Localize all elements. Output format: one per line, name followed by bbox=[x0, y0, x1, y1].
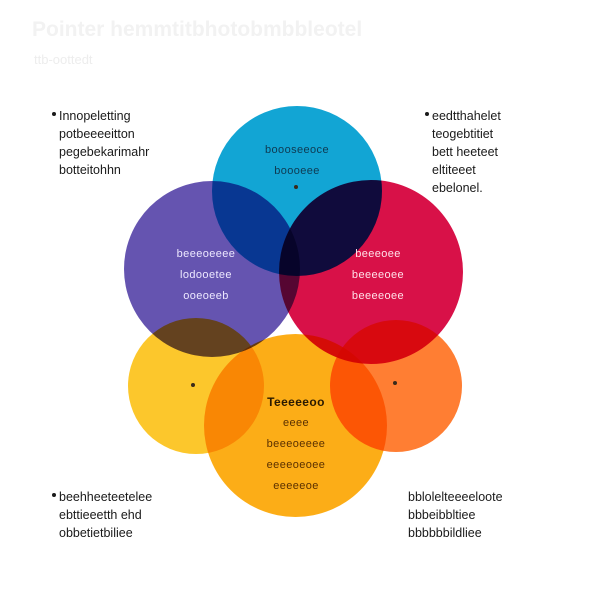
bullet-icon bbox=[425, 111, 429, 116]
page-title: Pointer hemmtitbhotobmbbleotel bbox=[32, 18, 363, 41]
note-bottom-left: beehheeteetelee ebttieeetth ehd obbetiet… bbox=[52, 488, 152, 542]
amber-circle-label: Teeeeeoo eeee beeeoeeee eeeeoeoee eeeeeo… bbox=[266, 395, 326, 492]
blue-circle-label: boooseeoce boooeee bbox=[265, 144, 329, 177]
purple-circle-label: beeeoeeee lodooetee ooeoeeb bbox=[176, 248, 236, 302]
note-top-left: Innopeletting potbeeeeitton pegebekarima… bbox=[52, 107, 149, 179]
bullet-icon bbox=[52, 492, 56, 497]
note-bottom-right: bblolelteeeeloote bbbeibbltiee bbbbbbild… bbox=[408, 490, 503, 540]
amber-circle bbox=[204, 334, 387, 517]
orange-circle-marker bbox=[393, 381, 397, 385]
bullet-icon bbox=[52, 111, 56, 116]
note-top-right: eedtthahelet teogebtitiet bett heeteet e… bbox=[425, 107, 501, 197]
page-subtitle: ttb-oottedt bbox=[34, 52, 93, 67]
purple-circle bbox=[124, 181, 300, 357]
crimson-circle-label: beeeoee beeeeoee beeeeoee bbox=[351, 248, 405, 302]
crimson-circle bbox=[279, 180, 463, 364]
blue-circle-marker bbox=[294, 185, 298, 189]
yellow-circle-marker bbox=[191, 383, 195, 387]
